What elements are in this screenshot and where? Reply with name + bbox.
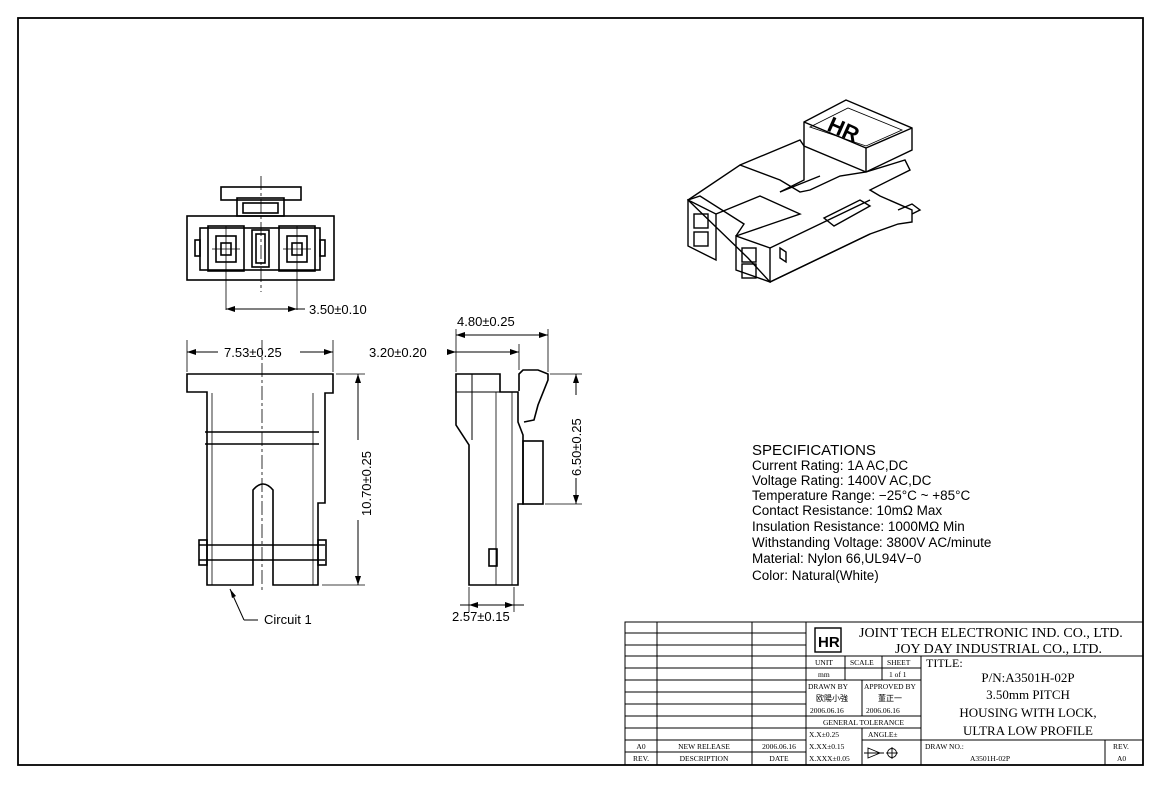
spec-line: Current Rating: 1A AC,DC [752, 458, 908, 473]
company-name-2: JOY DAY INDUSTRIAL CO., LTD. [895, 642, 1102, 657]
dim-bottom: 2.57±0.15 [452, 609, 510, 624]
rev-value: A0 [1117, 754, 1126, 763]
drawn-by-label: DRAWN BY [808, 682, 849, 691]
spec-line: Color: Natural(White) [752, 568, 879, 583]
title-line: HOUSING WITH LOCK, [959, 705, 1096, 720]
tolerance-2: X.XX±0.15 [809, 742, 845, 751]
spec-line: Withstanding Voltage: 3800V AC/minute [752, 535, 991, 550]
revision-header-date: DATE [769, 754, 789, 763]
approved-by-label: APPROVED BY [864, 682, 916, 691]
title-block-text: HR JOINT TECH ELECTRONIC IND. CO., LTD. … [633, 626, 1129, 763]
rev-label: REV. [1113, 742, 1129, 751]
spec-line: Voltage Rating: 1400V AC,DC [752, 473, 932, 488]
drawn-date: 2006.06.16 [810, 706, 844, 715]
spec-heading: SPECIFICATIONS [752, 442, 876, 459]
revision-header-description: DESCRIPTION [680, 754, 729, 763]
revision-description: NEW RELEASE [678, 742, 730, 751]
isometric-view [686, 99, 922, 283]
sheet-value: 1 of 1 [889, 670, 907, 679]
unit-value: mm [818, 670, 830, 679]
logo: HR [818, 634, 840, 651]
title-block [624, 621, 1144, 766]
title-label: TITLE: [926, 656, 963, 670]
sheet-border [17, 17, 1144, 766]
dim-side-height: 6.50±0.25 [569, 418, 584, 476]
revision-header-rev: REV. [633, 754, 649, 763]
dim-height: 10.70±0.25 [359, 451, 374, 516]
sheet-label: SHEET [887, 658, 911, 667]
tolerance-1: X.X±0.25 [809, 730, 839, 739]
circuit-label: Circuit 1 [264, 612, 312, 627]
general-tolerance: GENERAL TOLERANCE [823, 718, 904, 727]
revision-rev: A0 [636, 742, 645, 751]
tolerance-3: X.XXX±0.05 [809, 754, 850, 763]
title-line: 3.50mm PITCH [986, 687, 1070, 702]
approved-date: 2006.06.16 [866, 706, 900, 715]
specifications: SPECIFICATIONS Current Rating: 1A AC,DC … [752, 442, 991, 583]
dim-side-offset: 3.20±0.20 [369, 345, 427, 360]
angle-label: ANGLE± [868, 730, 898, 739]
drawn-by-name: 欧陽小強 [816, 693, 848, 703]
draw-no-label: DRAW NO.: [925, 742, 964, 751]
draw-no: A3501H-02P [970, 754, 1010, 763]
dim-width: 7.53±0.25 [224, 345, 282, 360]
title-line: P/N:A3501H-02P [981, 670, 1074, 685]
side-view [447, 329, 582, 612]
spec-line: Temperature Range: −25°C ~ +85°C [752, 488, 971, 503]
spec-line: Material: Nylon 66,UL94V−0 [752, 551, 921, 566]
revision-date: 2006.06.16 [762, 742, 796, 751]
dim-pitch: 3.50±0.10 [309, 302, 367, 317]
spec-line: Contact Resistance: 10mΩ Max [752, 503, 942, 518]
front-view [186, 176, 335, 312]
company-name-1: JOINT TECH ELECTRONIC IND. CO., LTD. [859, 626, 1123, 641]
bottom-view [186, 340, 365, 621]
title-line: ULTRA LOW PROFILE [963, 723, 1093, 738]
unit-label: UNIT [815, 658, 833, 667]
spec-line: Insulation Resistance: 1000MΩ Min [752, 519, 965, 534]
scale-label: SCALE [850, 658, 874, 667]
dim-side-width: 4.80±0.25 [457, 314, 515, 329]
approved-by-name: 董正一 [878, 693, 902, 703]
